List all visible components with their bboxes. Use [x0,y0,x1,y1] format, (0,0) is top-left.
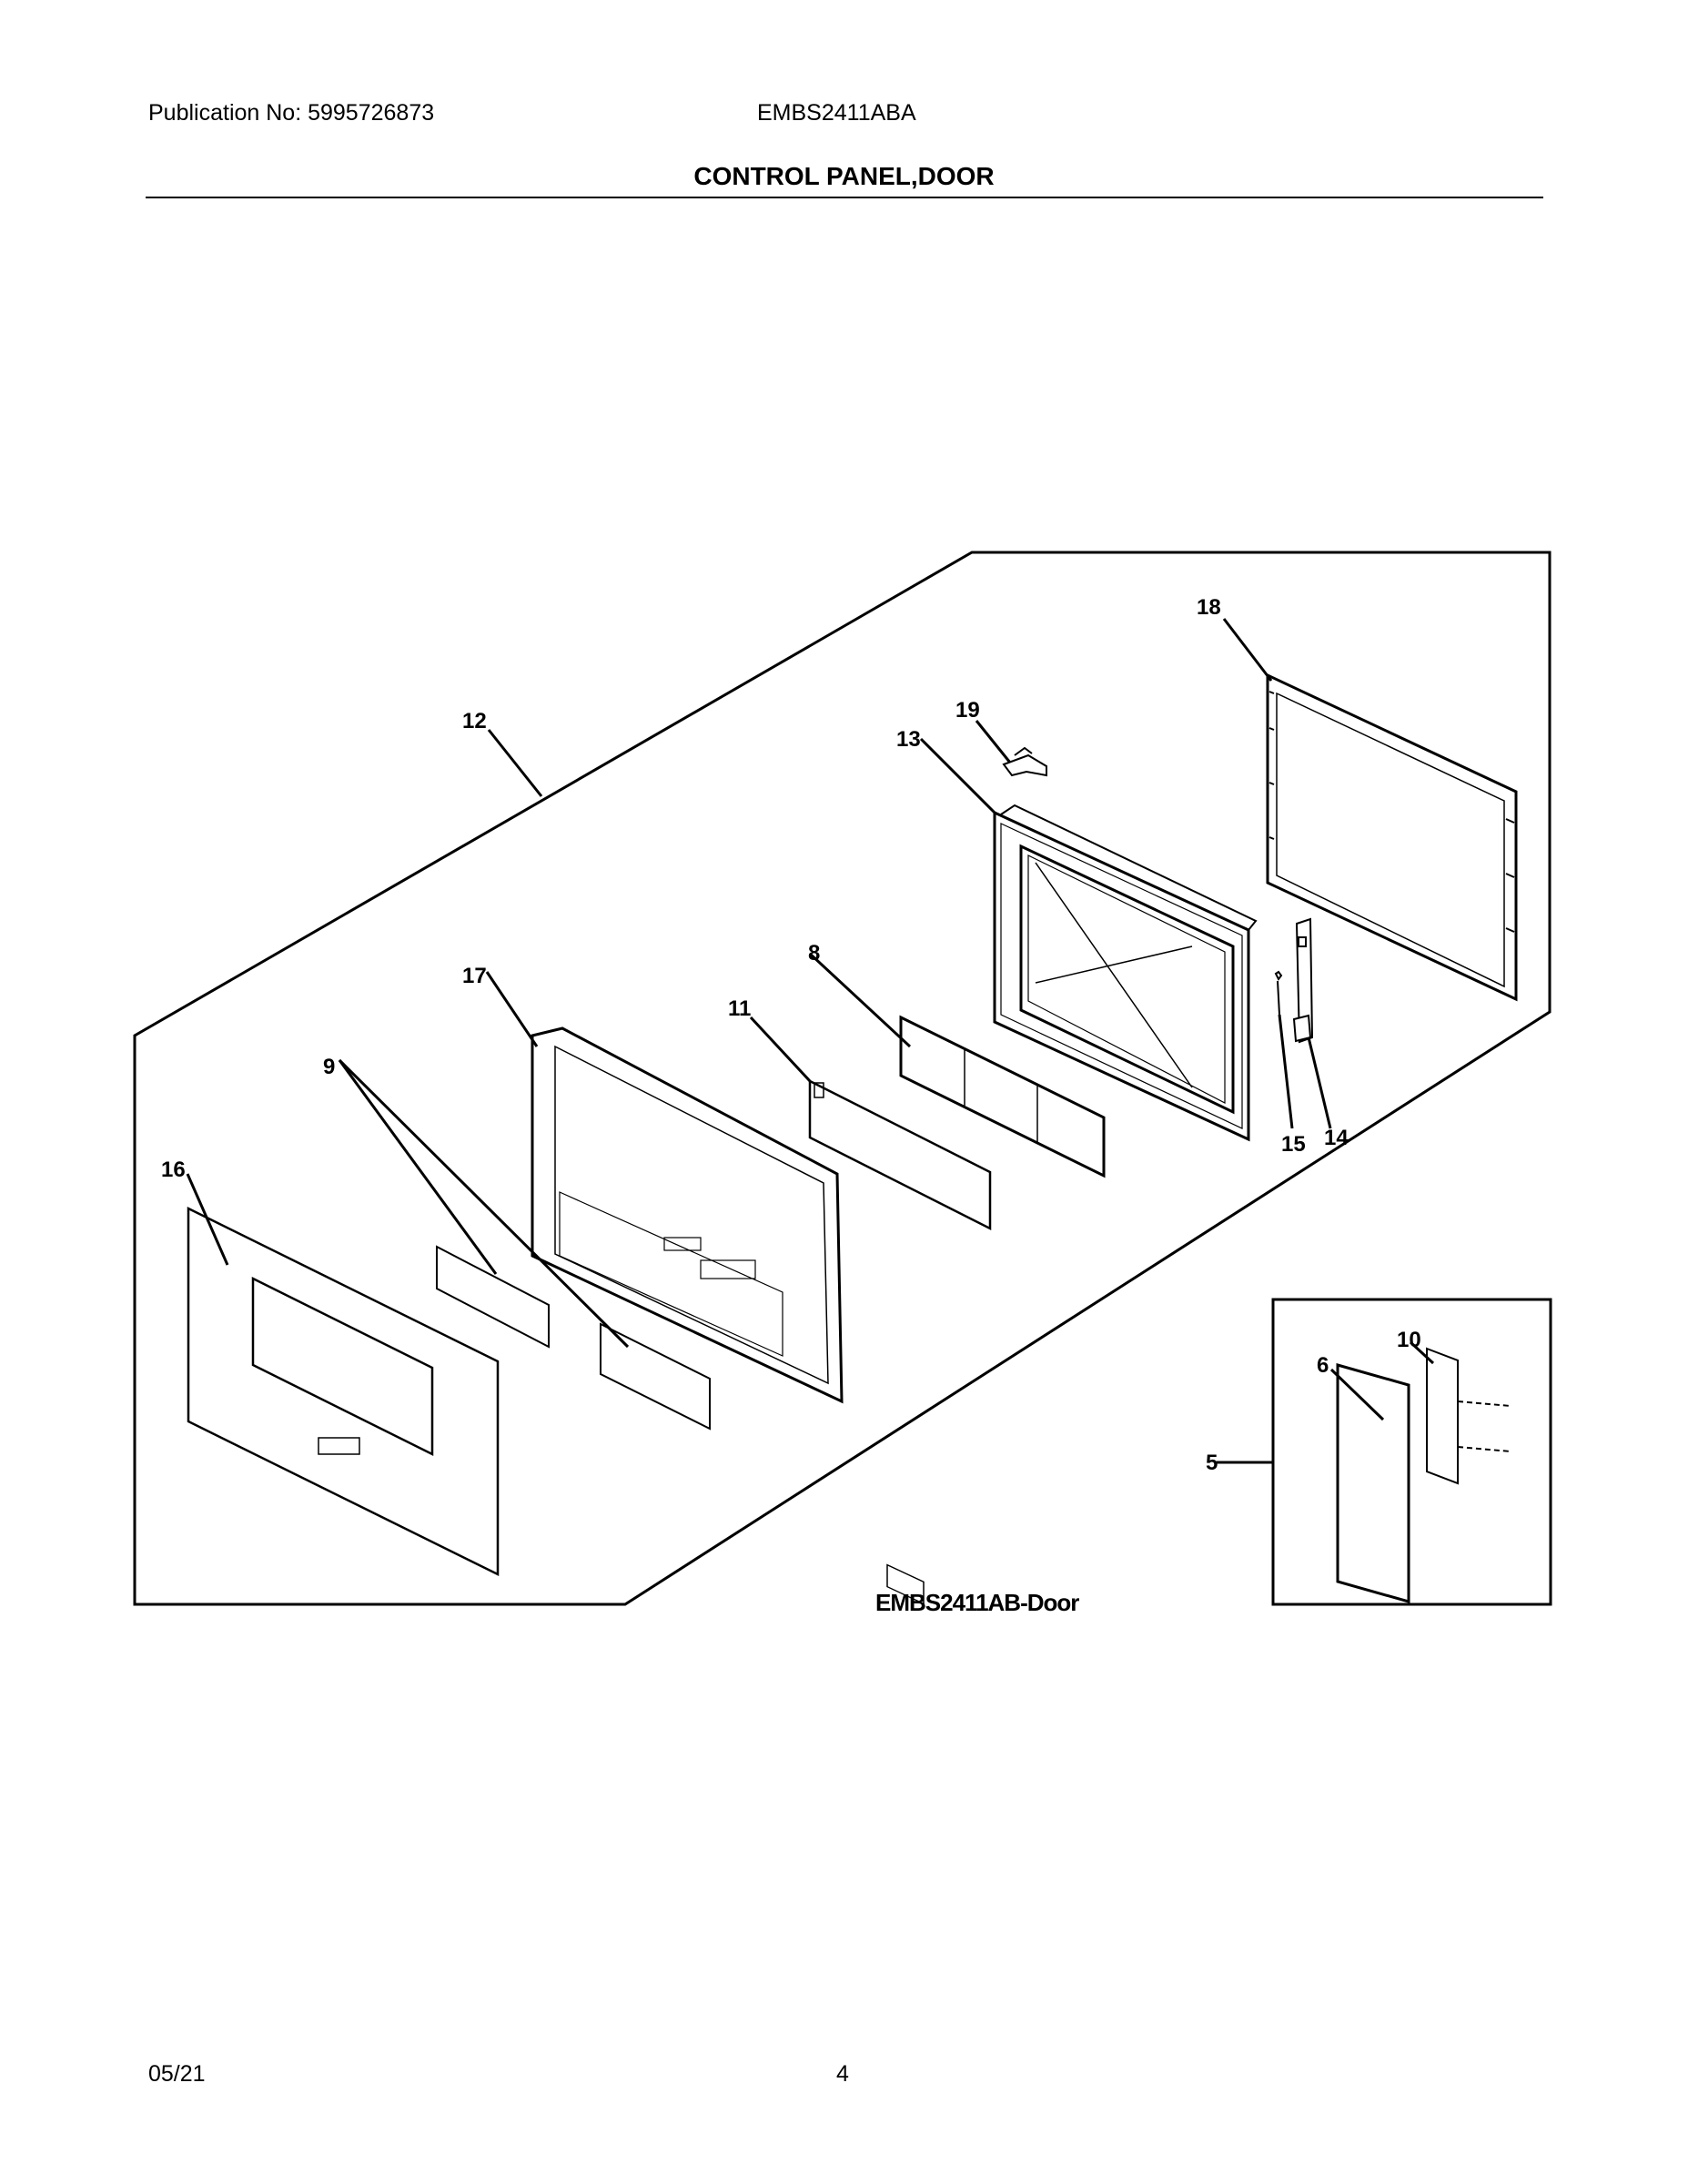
part-9-keypad-lower [600,1322,711,1431]
main-assembly-outline [133,551,1552,1606]
diagram-caption: EMBS2411AB-Door [875,1589,1079,1616]
part-17-control-panel-housing [531,1026,844,1404]
callout-13: 13 [896,727,921,752]
callout-17: 17 [462,964,487,988]
part-10-handle-bracket [1426,1347,1511,1485]
part-9-keypad-upper [436,1245,550,1349]
header-rule [146,197,1543,198]
footer-date: 05/21 [148,2061,206,2087]
callout-15: 15 [1281,1132,1306,1157]
callout-16: 16 [161,1158,186,1182]
part-6-door-handle [1336,1363,1410,1603]
footer-page-number: 4 [836,2061,849,2087]
part-16-front-panel [187,1206,500,1577]
part-11-control-board [808,1078,992,1605]
callout-9: 9 [323,1055,335,1079]
part-18-door-gasket [1266,672,1518,1002]
callout-12: 12 [462,709,487,733]
callout-19: 19 [955,698,980,723]
part-19-hinge-clip [1002,746,1047,777]
callout-10: 10 [1397,1328,1421,1352]
publication-number: Publication No: 5995726873 [148,100,435,126]
callout-6: 6 [1317,1353,1329,1378]
part-8-board-cover [899,1015,1106,1178]
model-number: EMBS2411ABA [757,100,916,126]
part-13-inner-door-frame [993,804,1258,1142]
inset-box-outline [1271,1298,1552,1606]
callout-8: 8 [808,941,820,966]
callout-5: 5 [1206,1451,1218,1475]
callout-18: 18 [1197,595,1221,620]
callout-14: 14 [1324,1126,1349,1150]
leader-lines [186,618,1435,1464]
part-14-door-latch [1292,917,1314,1044]
callout-11: 11 [728,996,751,1021]
page-title: CONTROL PANEL,DOOR [693,162,995,190]
part-15-latch-spring [1274,970,1283,1016]
